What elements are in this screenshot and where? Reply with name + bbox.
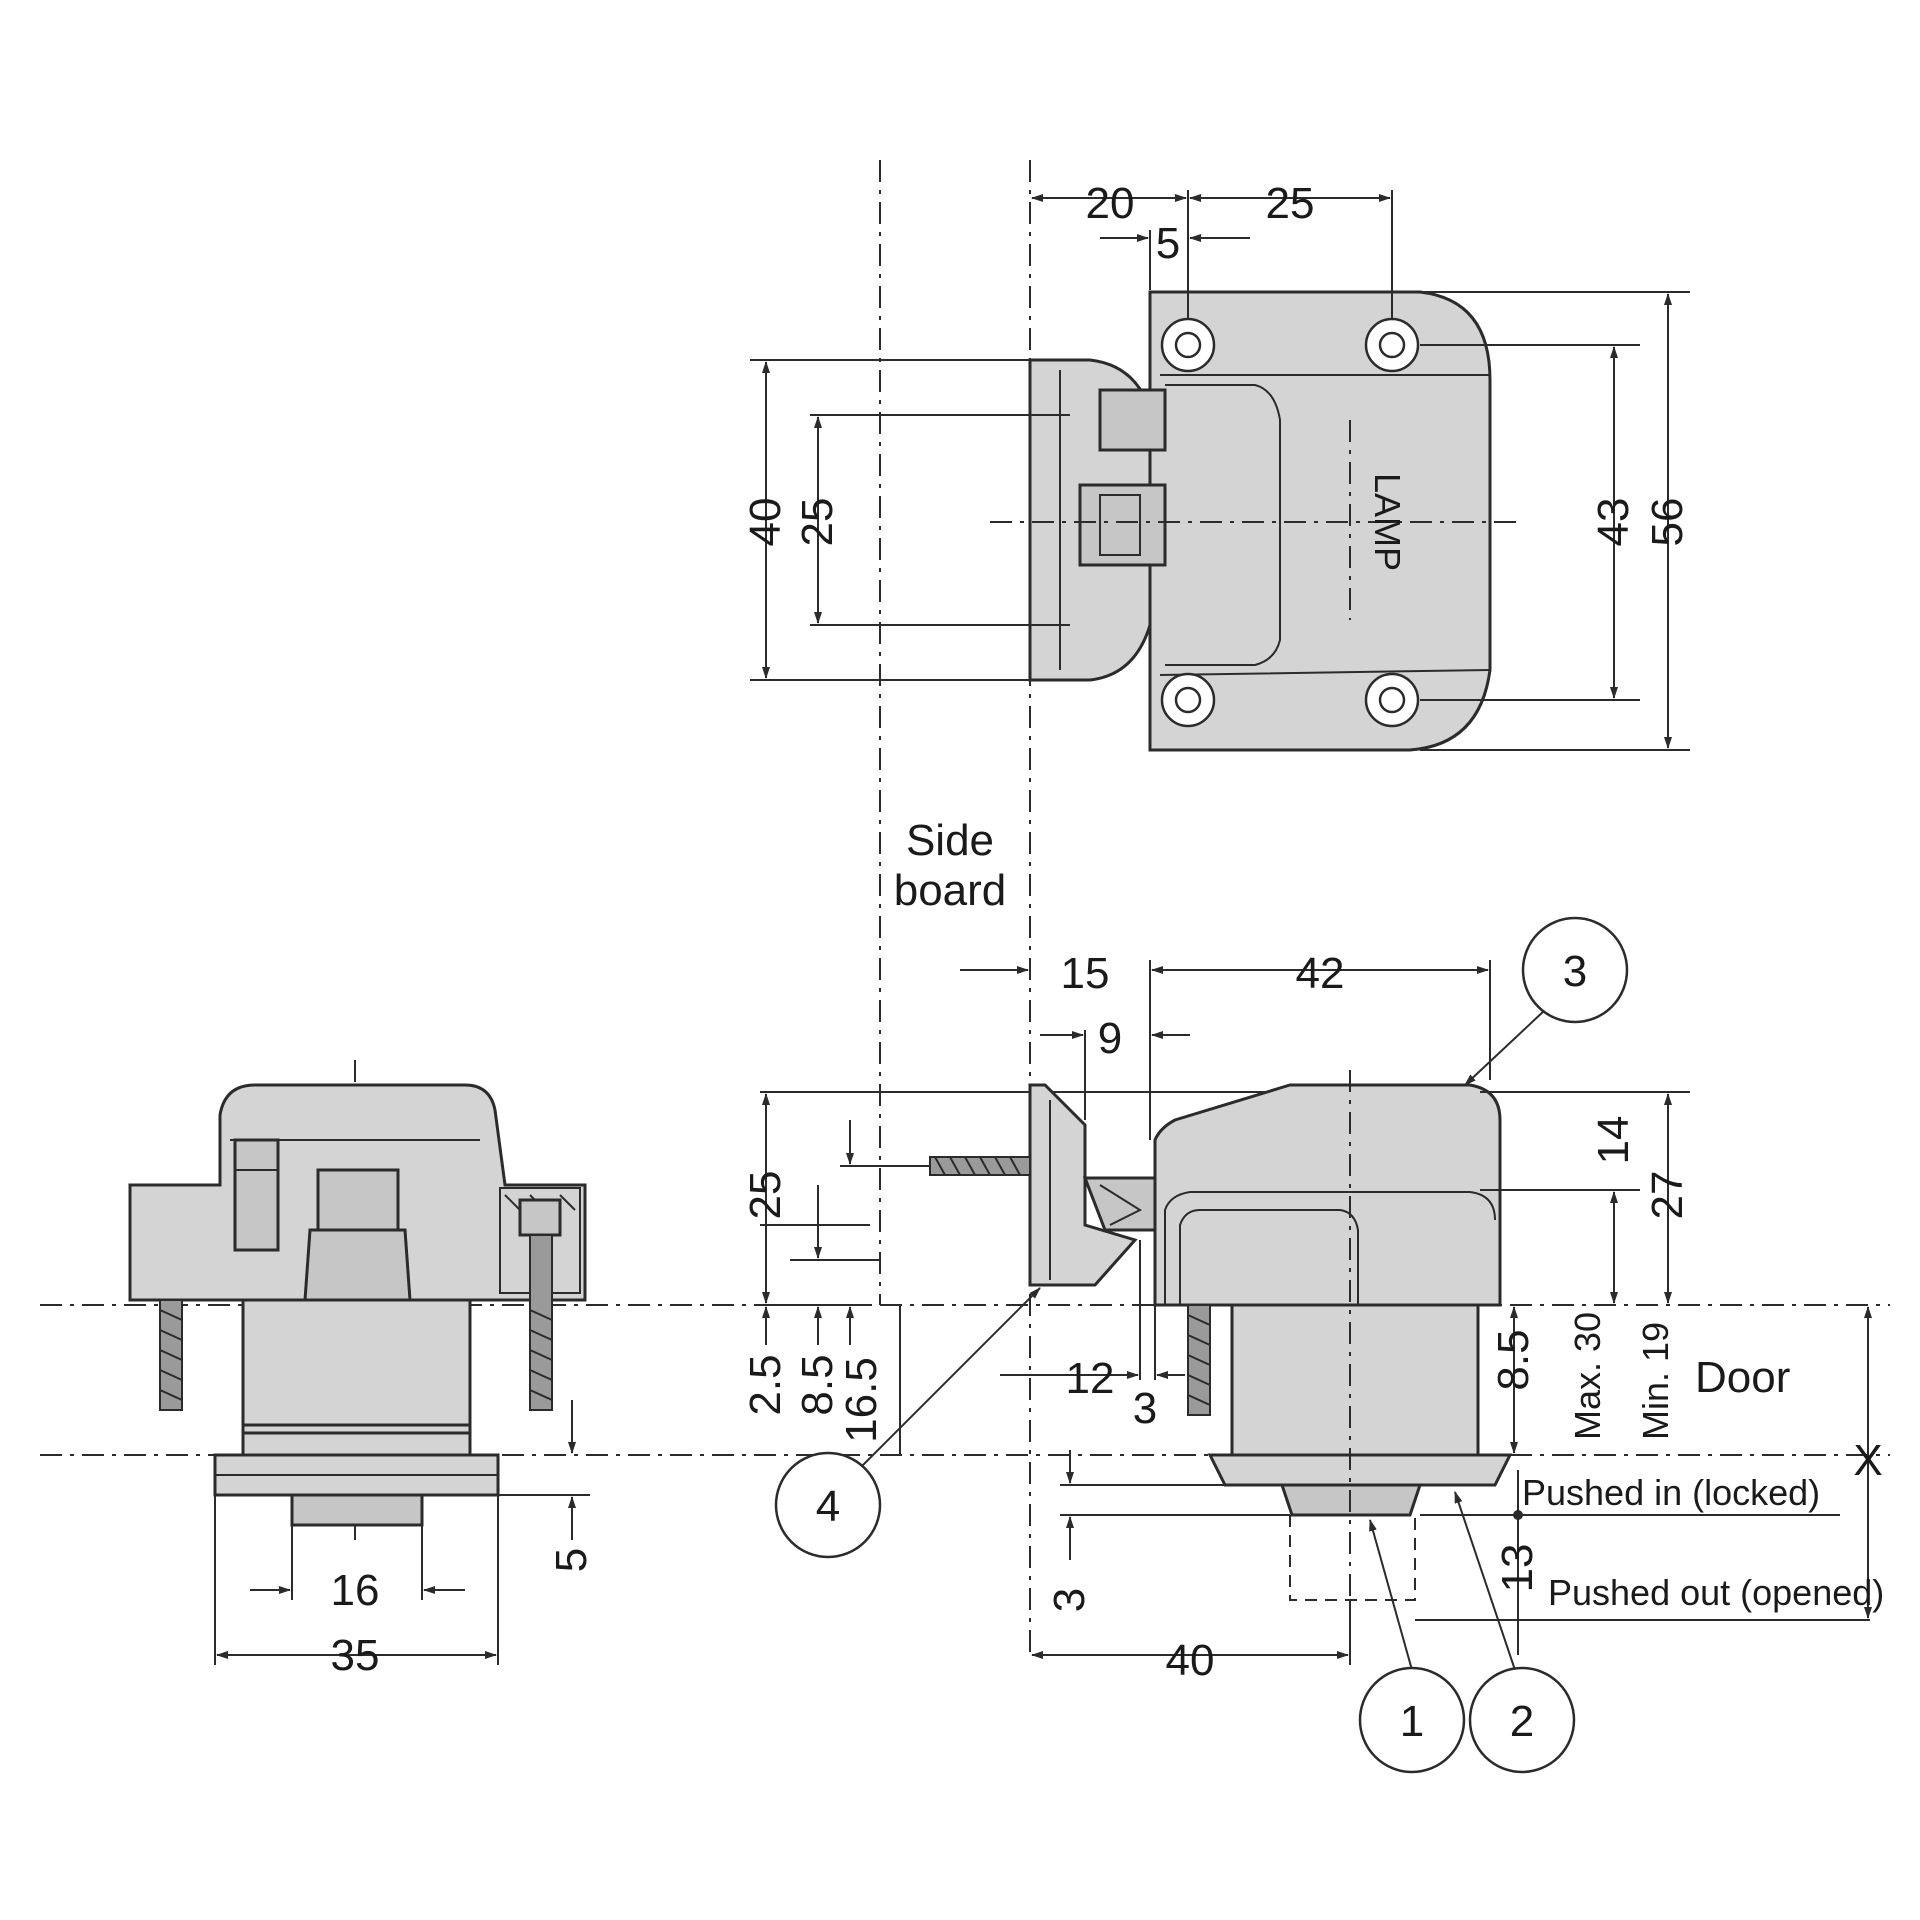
label-door: Door <box>1695 1353 1790 1402</box>
label-x: X <box>1853 1436 1882 1485</box>
lamp-logo: LAMP <box>1367 473 1408 571</box>
plunger-housing <box>1230 1303 1480 1457</box>
callout-2: 2 <box>1454 1491 1576 1774</box>
svg-text:2: 2 <box>1510 1697 1534 1746</box>
callout-4: 4 <box>774 1287 1041 1559</box>
dim-43: 43 <box>1589 498 1638 547</box>
side-board-reference-lines <box>879 160 1031 1660</box>
dim-8-5-right: 8.5 <box>1489 1329 1538 1390</box>
dim-15: 15 <box>1061 949 1110 998</box>
side-board-label-line2: board <box>894 866 1007 915</box>
dim-16-5: 16.5 <box>837 1357 886 1443</box>
label-min-19: Min. 19 <box>1635 1322 1676 1440</box>
dim-40-vertical: 40 <box>741 498 790 547</box>
dim-25-side: 25 <box>741 1171 790 1220</box>
dim-3-bottom: 3 <box>1045 1588 1094 1612</box>
svg-text:4: 4 <box>816 1482 840 1531</box>
svg-text:3: 3 <box>1563 947 1587 996</box>
callout-1: 1 <box>1358 1519 1466 1774</box>
strike-bracket <box>1028 1083 1138 1287</box>
screw-icon <box>159 1299 183 1411</box>
dim-14: 14 <box>1589 1116 1638 1165</box>
mounting-hole-icon <box>1364 317 1420 373</box>
label-pushed-out: Pushed out (opened) <box>1548 1572 1884 1613</box>
plunger-front <box>241 1298 472 1457</box>
dim-27: 27 <box>1643 1171 1692 1220</box>
callout-3: 3 <box>1464 916 1629 1086</box>
dim-25-vertical: 25 <box>793 498 842 547</box>
screw-icon <box>929 1156 1031 1176</box>
mounting-hole-icon <box>1160 672 1216 728</box>
dim-25-horizontal: 25 <box>1266 179 1315 228</box>
svg-text:1: 1 <box>1400 1697 1424 1746</box>
dim-5-front: 5 <box>547 1548 596 1572</box>
dim-40-bottom: 40 <box>1166 1636 1215 1685</box>
push-button-front <box>290 1493 424 1527</box>
dim-8-5-left: 8.5 <box>793 1354 842 1415</box>
dim-9: 9 <box>1098 1014 1122 1063</box>
dim-56: 56 <box>1643 498 1692 547</box>
dim-12: 12 <box>1066 1354 1115 1403</box>
label-max-30: Max. 30 <box>1567 1312 1608 1440</box>
dim-42: 42 <box>1296 949 1345 998</box>
dim-20: 20 <box>1086 179 1135 228</box>
screw-icon <box>529 1234 553 1411</box>
bezel <box>1207 1453 1513 1487</box>
label-pushed-in: Pushed in (locked) <box>1522 1472 1820 1513</box>
dim-5-top: 5 <box>1156 219 1180 268</box>
side-board-label-line1: Side <box>906 816 994 865</box>
mounting-hole-icon <box>1364 672 1420 728</box>
latch-body-side <box>1153 1083 1502 1307</box>
dim-35: 35 <box>331 1631 380 1680</box>
side-view: 15 42 9 25 2.5 8.5 16.5 12 3 14 27 8.5 <box>40 949 1890 1685</box>
mounting-hole-icon <box>1160 317 1216 373</box>
screw-icon <box>1187 1304 1211 1416</box>
front-view: 16 35 5 <box>128 1060 596 1680</box>
dim-2-5: 2.5 <box>741 1354 790 1415</box>
top-view: LAMP 20 25 5 40 25 43 56 <box>741 179 1692 752</box>
dim-16: 16 <box>331 1566 380 1615</box>
dim-3-top: 3 <box>1133 1384 1157 1433</box>
dim-13: 13 <box>1493 1544 1542 1593</box>
